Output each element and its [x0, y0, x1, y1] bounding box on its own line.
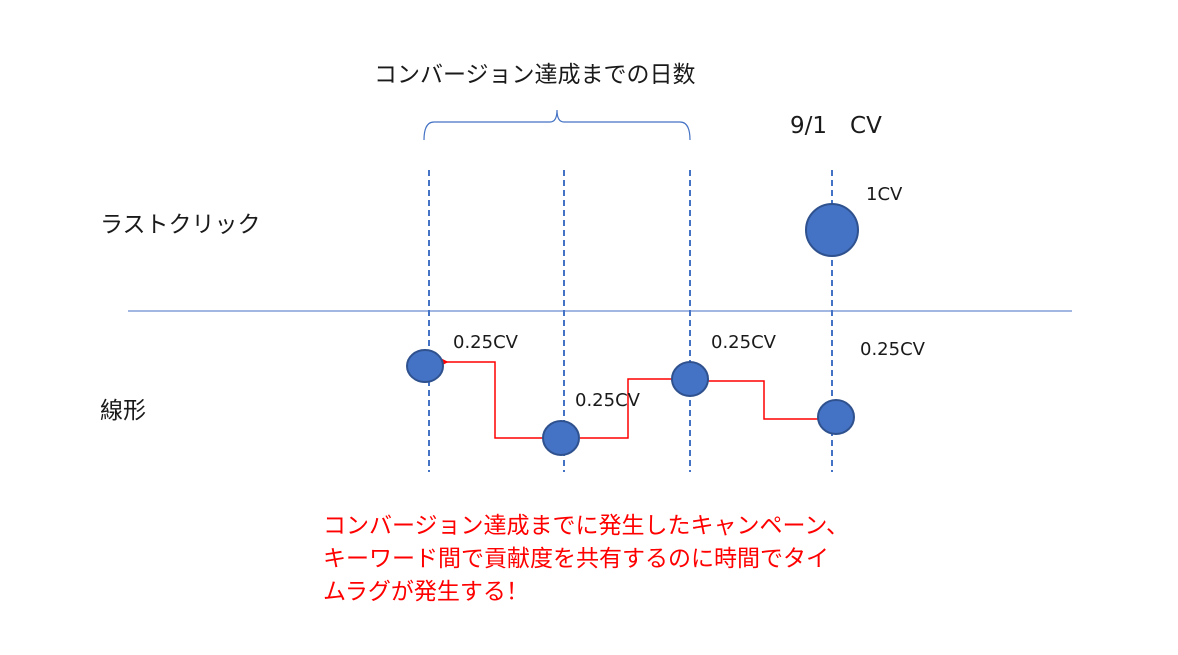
last-click-label: ラストクリック: [100, 212, 261, 238]
diagram-title: コンバージョン達成までの日数: [374, 62, 696, 88]
linear-node-4: [817, 399, 855, 435]
span-brace: [423, 109, 691, 141]
note-line-3: ムラグが発生する！: [323, 579, 529, 605]
cv-date-label: 9/1 CV: [790, 113, 882, 139]
note-line-2: キーワード間で貢献度を共有するのに時間でタイ: [323, 546, 829, 572]
linear-value-2: 0.25CV: [575, 390, 641, 411]
linear-value-1: 0.25CV: [453, 332, 519, 353]
timeline-guides: [428, 170, 833, 472]
last-click-value: 1CV: [866, 184, 903, 205]
linear-node-1: [406, 349, 444, 383]
flow-line-2: [580, 378, 672, 439]
last-click-node: [805, 203, 859, 257]
linear-value-3: 0.25CV: [711, 332, 777, 353]
linear-label: 線形: [100, 398, 146, 424]
linear-node-2: [542, 420, 580, 456]
note-line-1: コンバージョン達成までに発生したキャンペーン、: [323, 513, 849, 539]
flow-arrow-1: [446, 362, 545, 439]
linear-node-3: [671, 361, 709, 397]
flow-line-3: [708, 380, 818, 420]
linear-value-4: 0.25CV: [860, 339, 926, 360]
